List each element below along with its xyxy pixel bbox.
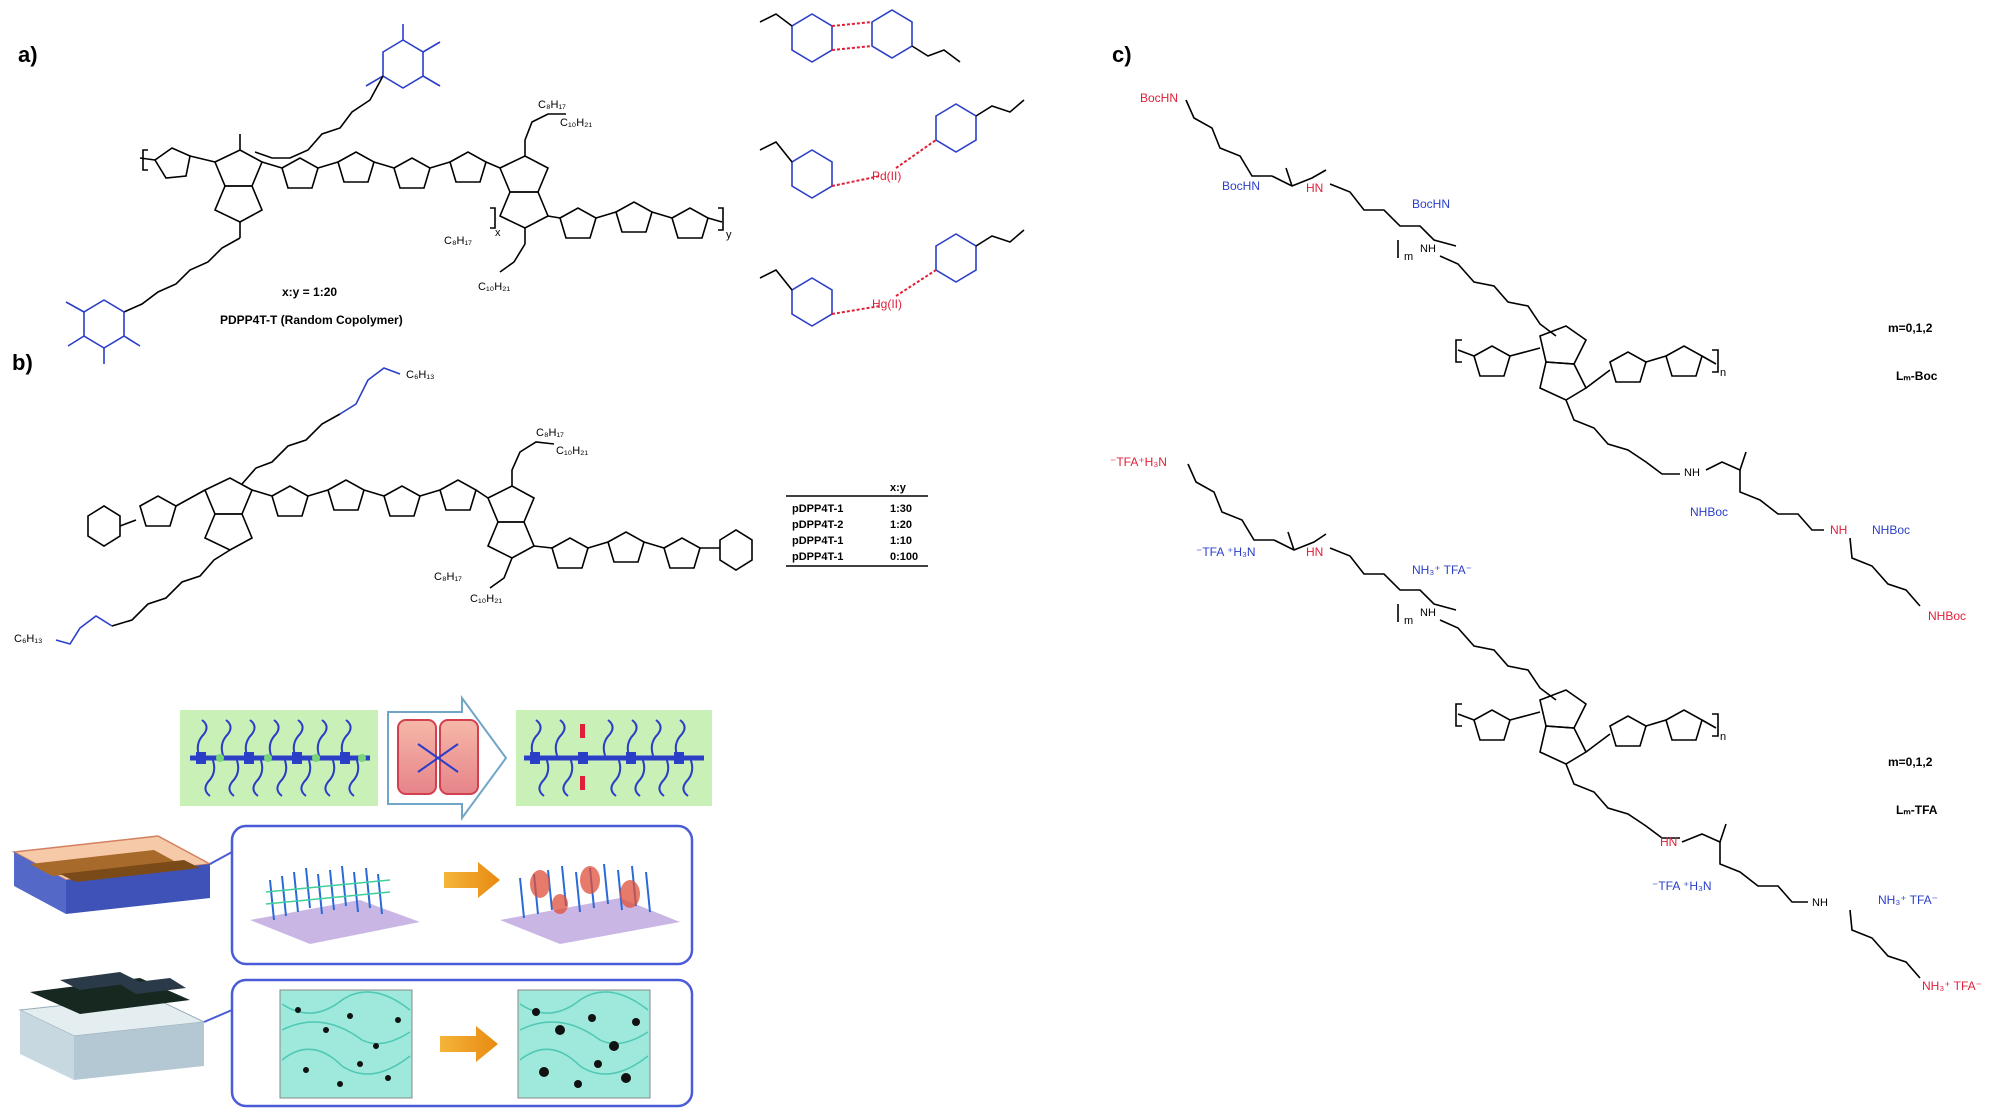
subscript-x: x <box>495 227 501 239</box>
nhboc-3: NHBoc <box>1928 609 1966 623</box>
chain-c10-bottom: C₁₀H₂₁ <box>478 281 510 293</box>
pd-label: Pd(II) <box>872 169 901 183</box>
table-row-1-ratio: 1:30 <box>890 503 912 515</box>
chain-c10-top: C₁₀H₂₁ <box>560 117 592 129</box>
hexyl-chain-tfa-top <box>1439 619 1557 701</box>
hexyl-link-bottom <box>111 549 231 627</box>
nhboc-2: NHBoc <box>1872 523 1910 537</box>
network-after <box>517 989 651 1099</box>
boc-hn-top: BocHN <box>1140 91 1178 105</box>
boc-m-values: m=0,1,2 <box>1888 321 1933 335</box>
tfa-n: n <box>1720 731 1726 743</box>
tfa-m: m <box>1404 615 1413 627</box>
boc-hn-right: BocHN <box>1412 197 1450 211</box>
table-row-3-name: pDPP4T-1 <box>792 535 843 547</box>
chain-c8-bottom: C₈H₁₇ <box>444 235 472 247</box>
tfa-nh: NH <box>1420 607 1436 619</box>
lysine-chain-tfa-1 <box>1187 463 1274 541</box>
lysine-chain-boc-2 <box>1329 183 1457 247</box>
tfa-top: ⁻TFA⁺H₃N <box>1110 455 1167 469</box>
orange-arrow-2 <box>440 1026 498 1062</box>
b-chain-c8-bottom: C₈H₁₇ <box>434 571 462 583</box>
table-row-2-name: pDPP4T-2 <box>792 519 843 531</box>
dpp-backbone-b <box>87 441 753 589</box>
panel-a-label: a) <box>18 42 38 67</box>
boc-nh-2: NH <box>1684 467 1700 479</box>
b-chain-c10-top: C₁₀H₂₁ <box>556 445 588 457</box>
schematic-network <box>18 972 694 1108</box>
hg-label: Hg(II) <box>872 297 902 311</box>
hexyl-chain-boc-bottom <box>1565 399 1680 475</box>
b-chain-c10-bottom: C₁₀H₂₁ <box>470 593 502 605</box>
tfa-hn-link: HN <box>1306 545 1323 559</box>
panel-b: b) C₆H₁₃ <box>11 350 928 1108</box>
tfa-nh-3: NH <box>1812 897 1828 909</box>
panel-c: c) BocHN BocHN HN BocHN NH m n m=0,1,2 L… <box>1110 42 1982 993</box>
chain-c8-top: C₈H₁₇ <box>538 99 566 111</box>
nhboc-1: NHBoc <box>1690 505 1728 519</box>
thymine-top <box>365 24 441 89</box>
urea-bottom <box>55 615 113 645</box>
hg-complex <box>759 229 1025 327</box>
table-header-xy: x:y <box>890 482 907 494</box>
boc-m: m <box>1404 251 1413 263</box>
boc-name: Lₘ-Boc <box>1896 369 1938 383</box>
polymer-name: PDPP4T-T (Random Copolymer) <box>220 313 403 327</box>
boc-hn-link: HN <box>1306 181 1323 195</box>
hexyl-chain-bottom <box>123 237 241 313</box>
ratio-text: x:y = 1:20 <box>282 285 337 299</box>
boc-hn-left: BocHN <box>1222 179 1260 193</box>
panel-c-label: c) <box>1112 42 1132 67</box>
b-chain-c8-top: C₈H₁₇ <box>536 427 564 439</box>
tfa-lower: ⁻TFA ⁺H₃N <box>1652 879 1712 893</box>
tfa-nh3-end: NH₃⁺ TFA⁻ <box>1922 979 1982 993</box>
lysine-chain-tfa-2 <box>1329 547 1457 611</box>
panel-b-label: b) <box>12 350 33 375</box>
dpp-backbone-a <box>139 113 724 273</box>
tfa-hn-2: HN <box>1660 835 1677 849</box>
orange-arrow-1 <box>444 862 500 898</box>
hexyl-bottom: C₆H₁₃ <box>14 633 43 645</box>
subscript-y: y <box>726 229 732 241</box>
hexyl-link-top <box>241 413 341 485</box>
schematic-film <box>11 824 694 966</box>
urea-top <box>339 367 401 415</box>
table-row-1-name: pDPP4T-1 <box>792 503 843 515</box>
tfa-left: ⁻TFA ⁺H₃N <box>1196 545 1256 559</box>
tfa-nh3-right: NH₃⁺ TFA⁻ <box>1412 563 1472 577</box>
boc-nh: NH <box>1420 243 1436 255</box>
hexyl-chain-tfa-bottom <box>1565 763 1680 839</box>
tfa-m-values: m=0,1,2 <box>1888 755 1933 769</box>
thymine-bottom <box>65 299 141 364</box>
boc-nh-3: NH <box>1830 523 1847 537</box>
table-row-3-ratio: 1:10 <box>890 535 912 547</box>
hbond-dimer <box>759 9 961 63</box>
pd-complex <box>759 99 1025 199</box>
table-row-2-ratio: 1:20 <box>890 519 912 531</box>
schematic-crosslink <box>180 694 712 822</box>
lysine-chain-boc-1 <box>1185 99 1272 177</box>
ratio-table: x:y pDPP4T-1 1:30 pDPP4T-2 1:20 pDPP4T-1… <box>786 482 928 567</box>
hexyl-chain-top <box>254 75 384 159</box>
boc-n: n <box>1720 367 1726 379</box>
table-row-4-ratio: 0:100 <box>890 551 918 563</box>
panel-a: a) <box>18 9 1025 364</box>
tfa-nh3-lower: NH₃⁺ TFA⁻ <box>1878 893 1938 907</box>
network-before <box>279 989 413 1099</box>
hexyl-top: C₆H₁₃ <box>406 369 435 381</box>
table-row-4-name: pDPP4T-1 <box>792 551 843 563</box>
tfa-name: Lₘ-TFA <box>1896 803 1938 817</box>
hexyl-chain-boc-top <box>1439 255 1557 337</box>
